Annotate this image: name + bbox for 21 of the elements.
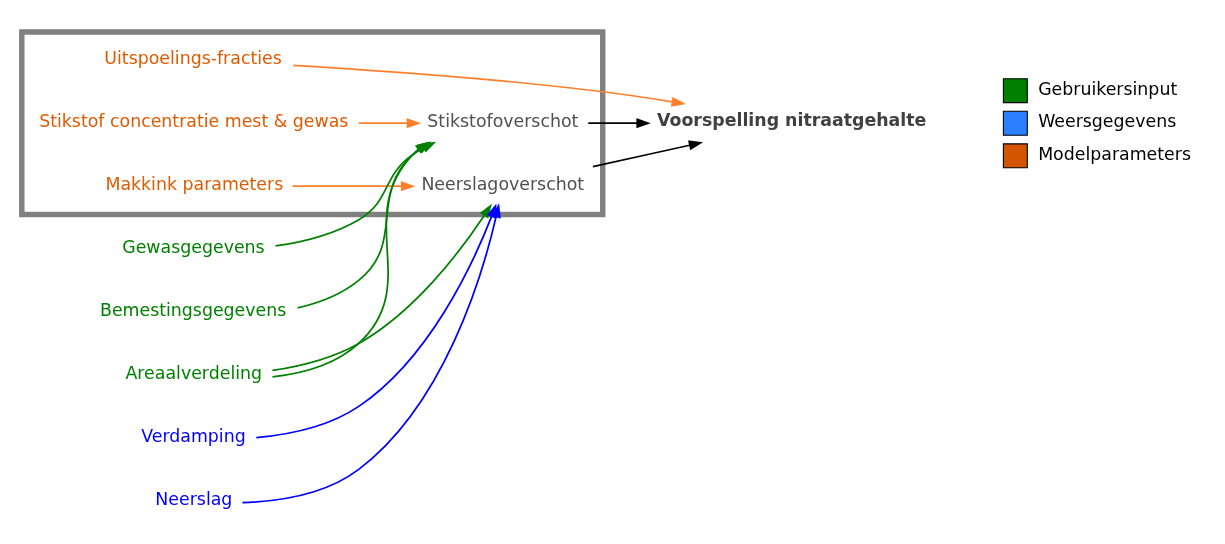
arrow [587, 118, 651, 129]
arrow [291, 181, 416, 192]
node-text: Neerslag [155, 489, 233, 510]
node-text: Voorspelling nitraatgehalte [657, 110, 927, 131]
node-text: Stikstofoverschot [427, 111, 579, 132]
node-text: Makkink parameters [105, 174, 284, 195]
arrow [592, 140, 704, 168]
node-text: Stikstof concentratie mest & gewas [39, 111, 349, 132]
legend-label: Weersgegevens [1038, 111, 1177, 132]
node-text: Neerslagoverschot [421, 174, 585, 195]
node-text: Gewasgegevens [122, 237, 265, 258]
legend-label: Gebruikersinput [1038, 78, 1178, 99]
node-text: Areaalverdeling [125, 363, 263, 384]
node-text: Uitspoelings-fracties [104, 48, 282, 69]
arrow [357, 118, 422, 129]
arrow [255, 203, 497, 439]
node-text: Bemestingsgegevens [99, 300, 287, 321]
arrow [271, 203, 492, 372]
arrow [292, 64, 686, 107]
node-text: Verdamping [141, 426, 246, 447]
legend-label: Modelparameters [1038, 143, 1191, 164]
